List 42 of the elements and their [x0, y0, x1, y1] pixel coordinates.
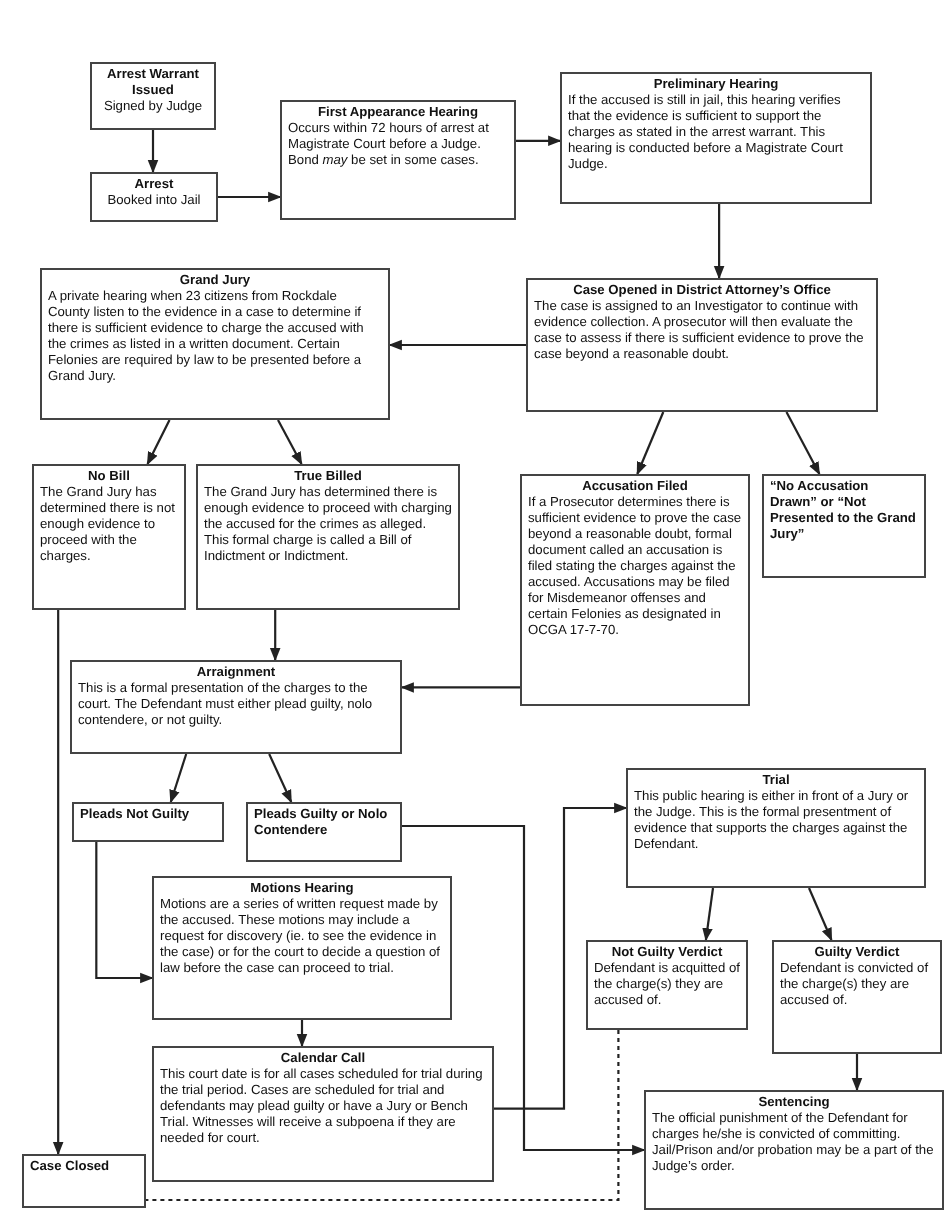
arrow — [494, 802, 628, 1110]
arrow — [146, 419, 171, 466]
arrow — [269, 610, 281, 662]
arrow — [169, 753, 188, 804]
process-box — [152, 876, 452, 1020]
process-box — [644, 1090, 944, 1210]
process-box — [196, 464, 460, 610]
arrow — [218, 191, 282, 203]
process-box — [72, 802, 224, 842]
arrow — [402, 824, 646, 1156]
process-box — [772, 940, 942, 1054]
arrow — [277, 419, 303, 466]
arrow — [851, 1054, 863, 1092]
arrow — [702, 887, 715, 942]
arrow — [785, 411, 821, 476]
arrow — [713, 204, 725, 280]
process-box — [762, 474, 926, 578]
arrow — [95, 842, 154, 984]
dashed-connector — [146, 1030, 620, 1202]
process-box — [560, 72, 872, 204]
process-box — [246, 802, 402, 862]
arrow — [636, 411, 665, 476]
arrow — [52, 610, 64, 1156]
arrow — [808, 887, 833, 942]
arrow — [268, 753, 293, 804]
process-box — [90, 62, 216, 130]
process-box — [70, 660, 402, 754]
process-box — [626, 768, 926, 888]
process-box — [586, 940, 748, 1030]
process-box — [32, 464, 186, 610]
process-box — [40, 268, 390, 420]
process-box — [22, 1154, 146, 1208]
arrow — [296, 1020, 308, 1048]
process-box — [152, 1046, 494, 1182]
process-box — [526, 278, 878, 412]
process-box — [520, 474, 750, 706]
arrow — [516, 135, 562, 147]
arrow — [147, 130, 159, 174]
process-box — [280, 100, 516, 220]
process-box — [90, 172, 218, 222]
arrow — [400, 682, 520, 693]
arrow — [388, 339, 526, 351]
